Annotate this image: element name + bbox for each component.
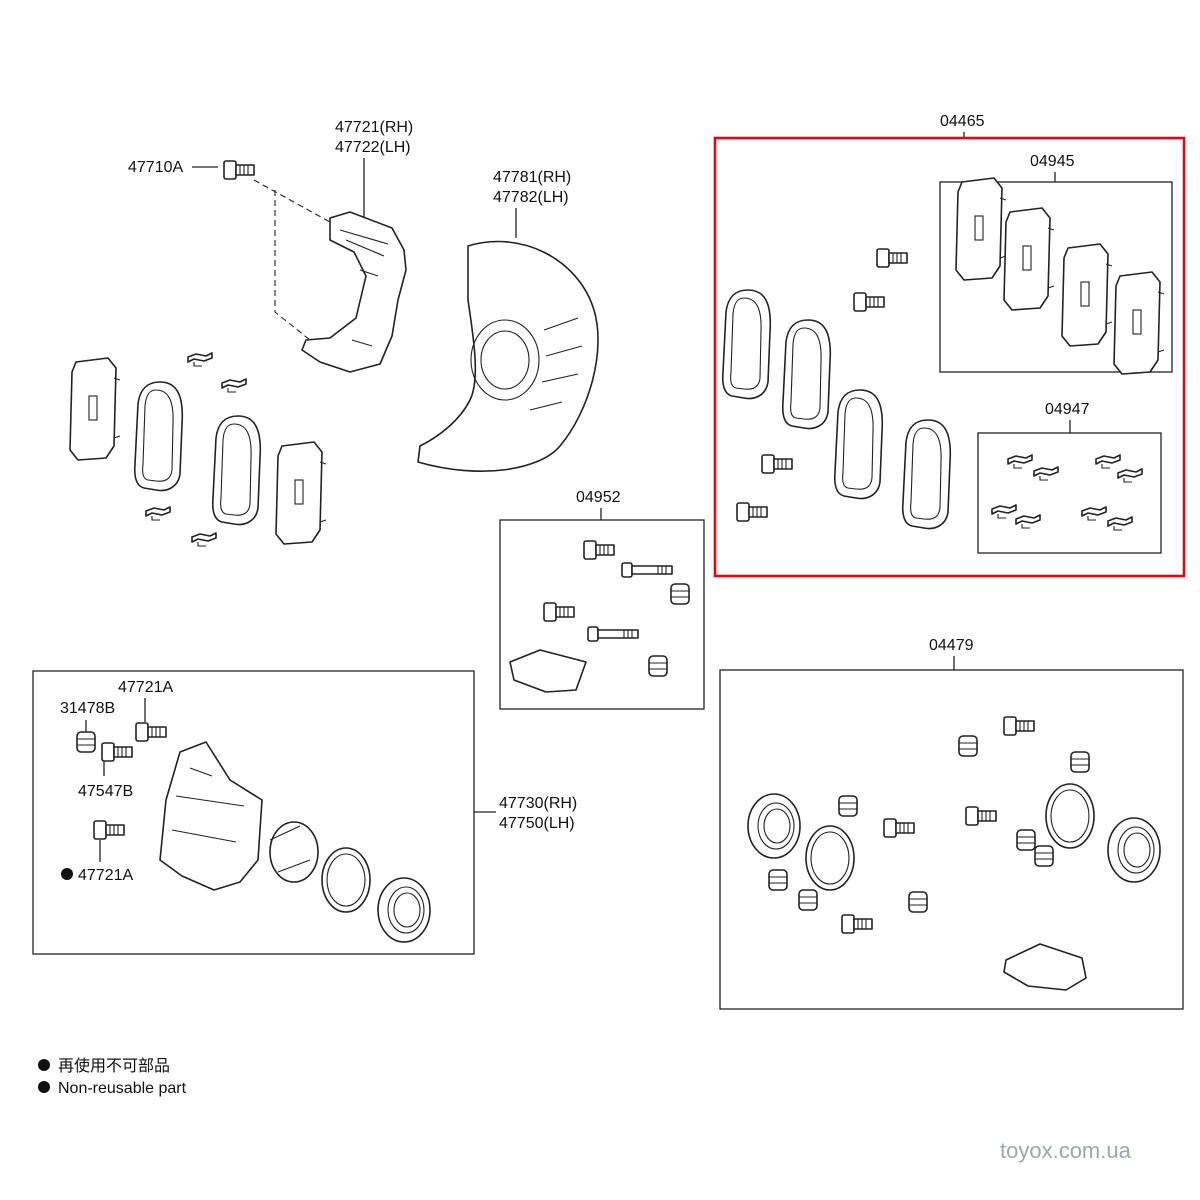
shim-04945-1 xyxy=(955,177,1007,281)
seal-kit-bolt-1 xyxy=(1003,716,1035,736)
seal-kit-ring-left xyxy=(805,825,855,891)
seal-kit-bolt-2 xyxy=(883,818,915,838)
clip-04947-7 xyxy=(1081,506,1107,521)
non-reusable-marker xyxy=(61,868,73,880)
kit-pad-3 xyxy=(833,389,884,500)
pin-kit-pin-2 xyxy=(587,626,639,642)
caliper-bleeder xyxy=(101,742,133,762)
seal-kit-boot-2 xyxy=(838,795,858,817)
left-clip-4 xyxy=(191,532,217,547)
shim-04945-4 xyxy=(1113,271,1165,375)
clip-04947-3 xyxy=(1095,454,1121,469)
clip-04947-8 xyxy=(1107,516,1133,531)
label-47781: 47781(RH) xyxy=(493,169,571,186)
label-04465: 04465 xyxy=(940,113,985,130)
legend-text-en: Non-reusable part xyxy=(58,1080,187,1097)
label-04947: 04947 xyxy=(1045,401,1090,418)
bolt-47710a xyxy=(223,160,255,180)
caliper-assembly-group[interactable]: 47721A 31478B 47547B 47721A 47730(RH) 47… xyxy=(32,670,577,955)
seal-kit-boot-1 xyxy=(1070,751,1090,773)
pad-kit-04465[interactable]: 04465 xyxy=(713,113,1186,578)
left-clip-2 xyxy=(221,378,247,393)
pin-kit-bolt-1 xyxy=(583,540,615,560)
label-04945: 04945 xyxy=(1030,153,1075,170)
left-clip-1 xyxy=(187,352,213,367)
label-47782: 47782(LH) xyxy=(493,189,569,206)
grease-packet-04952 xyxy=(509,649,587,693)
pin-kit-boot-1 xyxy=(670,583,690,605)
pin-kit-boot-2 xyxy=(648,655,668,677)
seal-kit-boot-right xyxy=(1107,817,1161,883)
watermark: toyox.com.ua xyxy=(1000,1138,1132,1163)
seal-kit-cap-1 xyxy=(958,735,978,757)
kit-pad-1 xyxy=(721,289,772,400)
slide-pin-kit-04952[interactable]: 04952 xyxy=(499,489,705,710)
left-pad-2 xyxy=(211,415,262,526)
clip-04947-6 xyxy=(1015,514,1041,529)
seal-kit-cap-2 xyxy=(1016,829,1036,851)
label-47730: 47730(RH) xyxy=(499,795,577,812)
caliper-piston xyxy=(269,821,319,883)
label-47721a-bottom: 47721A xyxy=(78,867,133,884)
kit-pad-2 xyxy=(781,319,832,430)
clip-04947-4 xyxy=(1117,468,1143,483)
label-47710a: 47710A xyxy=(128,159,183,176)
pin-kit-bolt-2 xyxy=(543,602,575,622)
grease-packet-04479 xyxy=(1003,943,1087,991)
dust-shield xyxy=(417,240,599,472)
seal-kit-cap-4 xyxy=(908,891,928,913)
seal-kit-cap-3 xyxy=(798,889,818,911)
label-04952: 04952 xyxy=(576,489,621,506)
legend-bullet-cn xyxy=(38,1059,50,1071)
seal-kit-ring-right xyxy=(1045,783,1095,849)
left-shim-1 xyxy=(69,357,121,461)
kit-bolt-3 xyxy=(761,454,793,474)
legend-bullet-en xyxy=(38,1081,50,1093)
dust-shield-group: 47781(RH) 47782(LH) xyxy=(417,169,599,472)
caliper-body xyxy=(159,741,263,891)
left-pad-1 xyxy=(133,381,184,492)
caliper-bracket xyxy=(301,211,407,373)
shim-04945-3 xyxy=(1061,243,1113,347)
pin-kit-pin-1 xyxy=(621,562,673,578)
kit-bolt-1 xyxy=(876,248,908,268)
left-shim-2 xyxy=(275,441,327,545)
caliper-dust-boot xyxy=(377,877,431,943)
kit-bolt-2 xyxy=(853,292,885,312)
seal-kit-boot-3 xyxy=(1034,845,1054,867)
label-47750: 47750(LH) xyxy=(499,815,575,832)
seal-kit-bolt-3 xyxy=(965,806,997,826)
caliper-piston-seal xyxy=(321,847,371,913)
seal-kit-04479[interactable]: 04479 xyxy=(719,637,1184,1010)
seal-kit-boot-4 xyxy=(768,869,788,891)
label-04479: 04479 xyxy=(929,637,974,654)
caliper-bolt-lower xyxy=(93,820,125,840)
kit-pad-4 xyxy=(901,419,952,530)
label-47722: 47722(LH) xyxy=(335,139,411,156)
caliper-bracket-group: 47721(RH) 47722(LH) xyxy=(253,119,413,373)
clip-04947-2 xyxy=(1033,466,1059,481)
clip-04947-1 xyxy=(1007,454,1033,469)
seal-kit-bolt-4 xyxy=(841,914,873,934)
left-clip-3 xyxy=(145,506,171,521)
highlight-box-04465 xyxy=(713,136,1186,578)
clip-kit-04947[interactable]: 04947 xyxy=(977,401,1162,554)
bolt-47710a-group: 47710A xyxy=(128,159,255,180)
caliper-bleeder-bolt xyxy=(135,722,167,742)
legend: 再使用不可部品 Non-reusable part xyxy=(38,1057,187,1097)
kit-bolt-4 xyxy=(736,502,768,522)
shim-04945-2 xyxy=(1003,207,1055,311)
label-47547b: 47547B xyxy=(78,783,133,800)
seal-kit-boot-left xyxy=(747,793,801,859)
clip-04947-5 xyxy=(991,504,1017,519)
caliper-cap xyxy=(76,731,96,753)
label-47721: 47721(RH) xyxy=(335,119,413,136)
shim-kit-04945[interactable]: 04945 xyxy=(939,153,1173,375)
legend-text-cn: 再使用不可部品 xyxy=(58,1057,170,1075)
label-31478b: 31478B xyxy=(60,700,115,717)
label-47721a-top: 47721A xyxy=(118,679,173,696)
left-pads-group xyxy=(69,352,327,547)
